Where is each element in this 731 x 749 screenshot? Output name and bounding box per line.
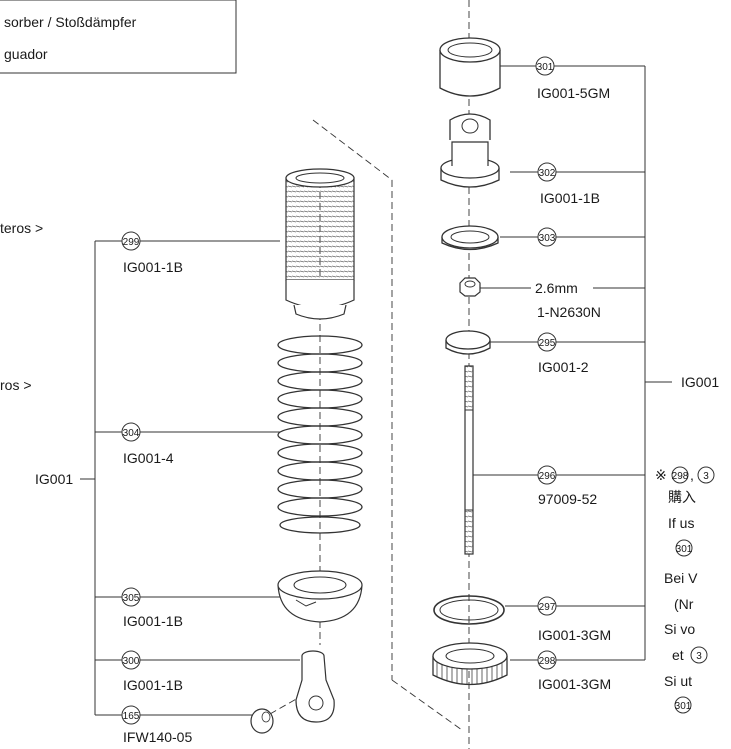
svg-text:3: 3: [703, 471, 709, 482]
knurled-nut-part: [432, 642, 508, 686]
part-num-300: 300: [123, 656, 140, 667]
note-line-6: (Nr: [674, 596, 694, 612]
left-group-code: IG001: [35, 471, 73, 487]
right-leader-lines: [473, 65, 672, 661]
ball-part: [250, 708, 274, 734]
part-num-295: 295: [539, 338, 556, 349]
title-box: sorber / Stoßdämpfer guador: [0, 0, 237, 74]
note-line-3: If us: [668, 515, 694, 531]
part-num-301: 301: [537, 62, 554, 73]
part-num-296: 296: [539, 471, 556, 482]
part-code-295: IG001-2: [538, 359, 589, 375]
note-line-7: Si vo: [664, 621, 695, 637]
spring-part: [277, 335, 363, 534]
part-num-302: 302: [539, 168, 556, 179]
note-line-4-num: 301: [676, 544, 693, 555]
left-part-labels: 299 IG001-1B 304 IG001-4 305 IG001-1B 30…: [121, 231, 192, 745]
note-ros: ros >: [0, 377, 32, 393]
cap-end-part: [440, 113, 500, 188]
part-code-302: IG001-1B: [540, 190, 600, 206]
part-num-298: 298: [539, 656, 556, 667]
part-code-299: IG001-1B: [123, 259, 183, 275]
note-teros: teros >: [0, 220, 43, 236]
note-line-5: Bei V: [664, 570, 698, 586]
part-code-165: IFW140-05: [123, 729, 192, 745]
note-line-2: 購入: [668, 490, 696, 506]
shock-body-part: [285, 168, 355, 320]
cap-part: [439, 37, 501, 97]
part-code-301: IG001-5GM: [537, 85, 610, 101]
part-code-297: IG001-3GM: [538, 627, 611, 643]
title-line-2: guador: [4, 46, 48, 62]
piston-part: [445, 330, 491, 355]
shaft-part: [464, 365, 474, 555]
part-num-299: 299: [123, 237, 140, 248]
right-group-code: IG001: [681, 374, 719, 390]
o-ring-large-part: [433, 595, 505, 625]
title-line-1: sorber / Stoßdämpfer: [4, 14, 137, 30]
note-mark: ※: [655, 468, 667, 484]
part-code-304: IG001-4: [123, 450, 174, 466]
spring-retainer-part: [277, 570, 363, 623]
note-num-298: 298: [672, 471, 689, 482]
part-num-304: 304: [123, 428, 140, 439]
nut-code: 1-N2630N: [537, 304, 601, 320]
part-num-303: 303: [539, 233, 556, 244]
note-line-10-num: 301: [675, 701, 692, 712]
rod-end-part: [295, 650, 335, 723]
part-code-300: IG001-1B: [123, 677, 183, 693]
note-line-8: et: [672, 647, 684, 663]
note-line-8-num: 3: [696, 651, 702, 662]
nut-size: 2.6mm: [535, 280, 578, 296]
part-num-165: 165: [123, 711, 140, 722]
part-num-305: 305: [123, 593, 140, 604]
left-leader-lines: [94, 240, 300, 716]
nut-part: [459, 277, 481, 297]
note-comma: ,: [690, 467, 694, 483]
part-num-297: 297: [539, 602, 556, 613]
part-code-296: 97009-52: [538, 491, 597, 507]
note-line-9: Si ut: [664, 673, 692, 689]
part-code-298: IG001-3GM: [538, 676, 611, 692]
part-code-305: IG001-1B: [123, 613, 183, 629]
right-part-labels: 301 IG001-5GM 302 IG001-1B 303 2.6mm 1-N…: [531, 56, 611, 692]
o-ring-part: [441, 225, 499, 251]
side-note: ※ 298 , 3 購入 If us 301 Bei V (Nr Si vo e…: [655, 466, 715, 714]
